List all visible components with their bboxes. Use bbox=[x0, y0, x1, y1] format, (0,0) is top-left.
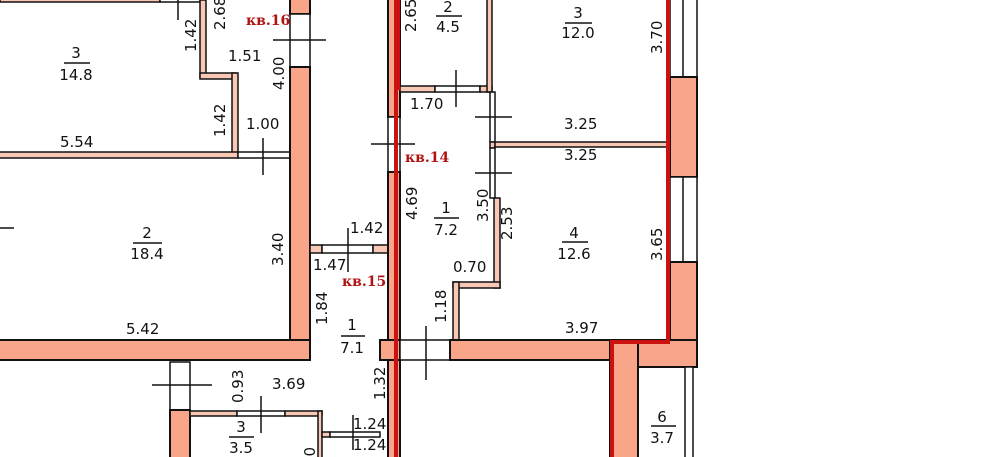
wall bbox=[231, 72, 239, 158]
dimension: 3.65 bbox=[648, 228, 666, 261]
wall bbox=[0, 151, 239, 159]
dimension: 3.97 bbox=[565, 319, 598, 337]
wall bbox=[669, 76, 698, 178]
dimension: 0.93 bbox=[229, 370, 247, 403]
dimension: 3.25 bbox=[564, 115, 597, 133]
wall bbox=[0, 0, 161, 3]
apartment-label-14: кв.14 bbox=[405, 150, 449, 166]
door bbox=[237, 151, 291, 159]
dimension: 1.84 bbox=[313, 292, 331, 325]
door bbox=[159, 0, 201, 3]
dimension: 3.69 bbox=[272, 375, 305, 393]
dimension: 1.51 bbox=[228, 47, 261, 65]
wall bbox=[372, 244, 389, 254]
svg-text:18.4: 18.4 bbox=[130, 245, 163, 263]
wall bbox=[199, 0, 207, 79]
room-label: 412.6 bbox=[557, 224, 590, 263]
svg-text:14.8: 14.8 bbox=[59, 66, 92, 84]
dimension: 4.00 bbox=[270, 57, 288, 90]
dimension: 2.53 bbox=[498, 207, 516, 240]
wall bbox=[0, 339, 311, 361]
room-label: 24.5 bbox=[436, 0, 462, 36]
dimension: 1.42 bbox=[211, 104, 229, 137]
wall bbox=[284, 410, 323, 417]
wall bbox=[289, 0, 311, 15]
dimension: 3.50 bbox=[474, 189, 492, 222]
room-area-r3-bottom: 3.5 bbox=[229, 439, 253, 457]
dimension: 5.54 bbox=[60, 133, 93, 151]
dimension: 3.40 bbox=[269, 233, 287, 266]
dimension: 1.42 bbox=[350, 219, 383, 237]
door bbox=[434, 85, 481, 93]
svg-text:3: 3 bbox=[236, 418, 246, 436]
svg-text:4.5: 4.5 bbox=[436, 18, 460, 36]
room-label: 218.4 bbox=[130, 224, 163, 263]
svg-text:7.1: 7.1 bbox=[340, 339, 364, 357]
dimension: 3.70 bbox=[648, 21, 666, 54]
dimension: 5.42 bbox=[126, 320, 159, 338]
dimension: 1.70 bbox=[410, 95, 443, 113]
svg-text:1: 1 bbox=[347, 316, 357, 334]
wall bbox=[449, 339, 613, 361]
dimension: 4.69 bbox=[403, 187, 421, 220]
door bbox=[329, 431, 381, 438]
svg-text:1: 1 bbox=[441, 199, 451, 217]
svg-text:2: 2 bbox=[142, 224, 152, 242]
dimension: 1.47 bbox=[313, 256, 346, 274]
dimension: 1.24 bbox=[353, 415, 386, 433]
window bbox=[684, 366, 694, 457]
door bbox=[399, 339, 451, 361]
svg-text:3: 3 bbox=[573, 4, 583, 22]
dimension: 2.68 bbox=[211, 0, 229, 30]
room-label: 33.5 bbox=[229, 418, 254, 457]
dimension: 1.18 bbox=[432, 290, 450, 323]
dimension: 1.00 bbox=[246, 115, 279, 133]
svg-text:7.2: 7.2 bbox=[434, 221, 458, 239]
apartment-boundary bbox=[610, 0, 670, 457]
wall bbox=[609, 339, 639, 457]
room-label: 312.0 bbox=[561, 4, 594, 42]
wall bbox=[486, 0, 493, 93]
wall bbox=[309, 244, 323, 254]
apartment-label-15: кв.15 bbox=[342, 274, 386, 290]
wall bbox=[169, 409, 191, 457]
wall bbox=[452, 281, 501, 289]
svg-text:2: 2 bbox=[443, 0, 453, 16]
wall bbox=[399, 85, 436, 93]
dimension: 1.24 bbox=[353, 436, 386, 454]
dimension: 2.65 bbox=[402, 0, 420, 32]
svg-text:3: 3 bbox=[71, 44, 81, 62]
svg-text:6: 6 bbox=[657, 408, 667, 426]
room-label: 17.1 bbox=[340, 316, 365, 357]
dimension: 1.32 bbox=[371, 367, 389, 400]
door bbox=[169, 361, 191, 411]
wall bbox=[199, 72, 237, 80]
wall bbox=[289, 66, 311, 361]
room-label: 314.8 bbox=[59, 44, 92, 84]
wall bbox=[321, 431, 331, 438]
svg-text:3.7: 3.7 bbox=[650, 429, 674, 447]
dimension: 0.70 bbox=[453, 258, 486, 276]
dimension: 1.42 bbox=[182, 19, 200, 52]
wall bbox=[189, 410, 238, 417]
dimension: 3.25 bbox=[564, 146, 597, 164]
apartment-label-16: кв.16 bbox=[246, 13, 290, 29]
dimension: 50 bbox=[301, 447, 319, 457]
svg-text:4: 4 bbox=[569, 224, 579, 242]
svg-text:12.0: 12.0 bbox=[561, 24, 594, 42]
wall bbox=[452, 281, 460, 343]
svg-text:12.6: 12.6 bbox=[557, 245, 590, 263]
room-label: 17.2 bbox=[434, 199, 459, 239]
room-label: 63.7 bbox=[650, 408, 676, 447]
